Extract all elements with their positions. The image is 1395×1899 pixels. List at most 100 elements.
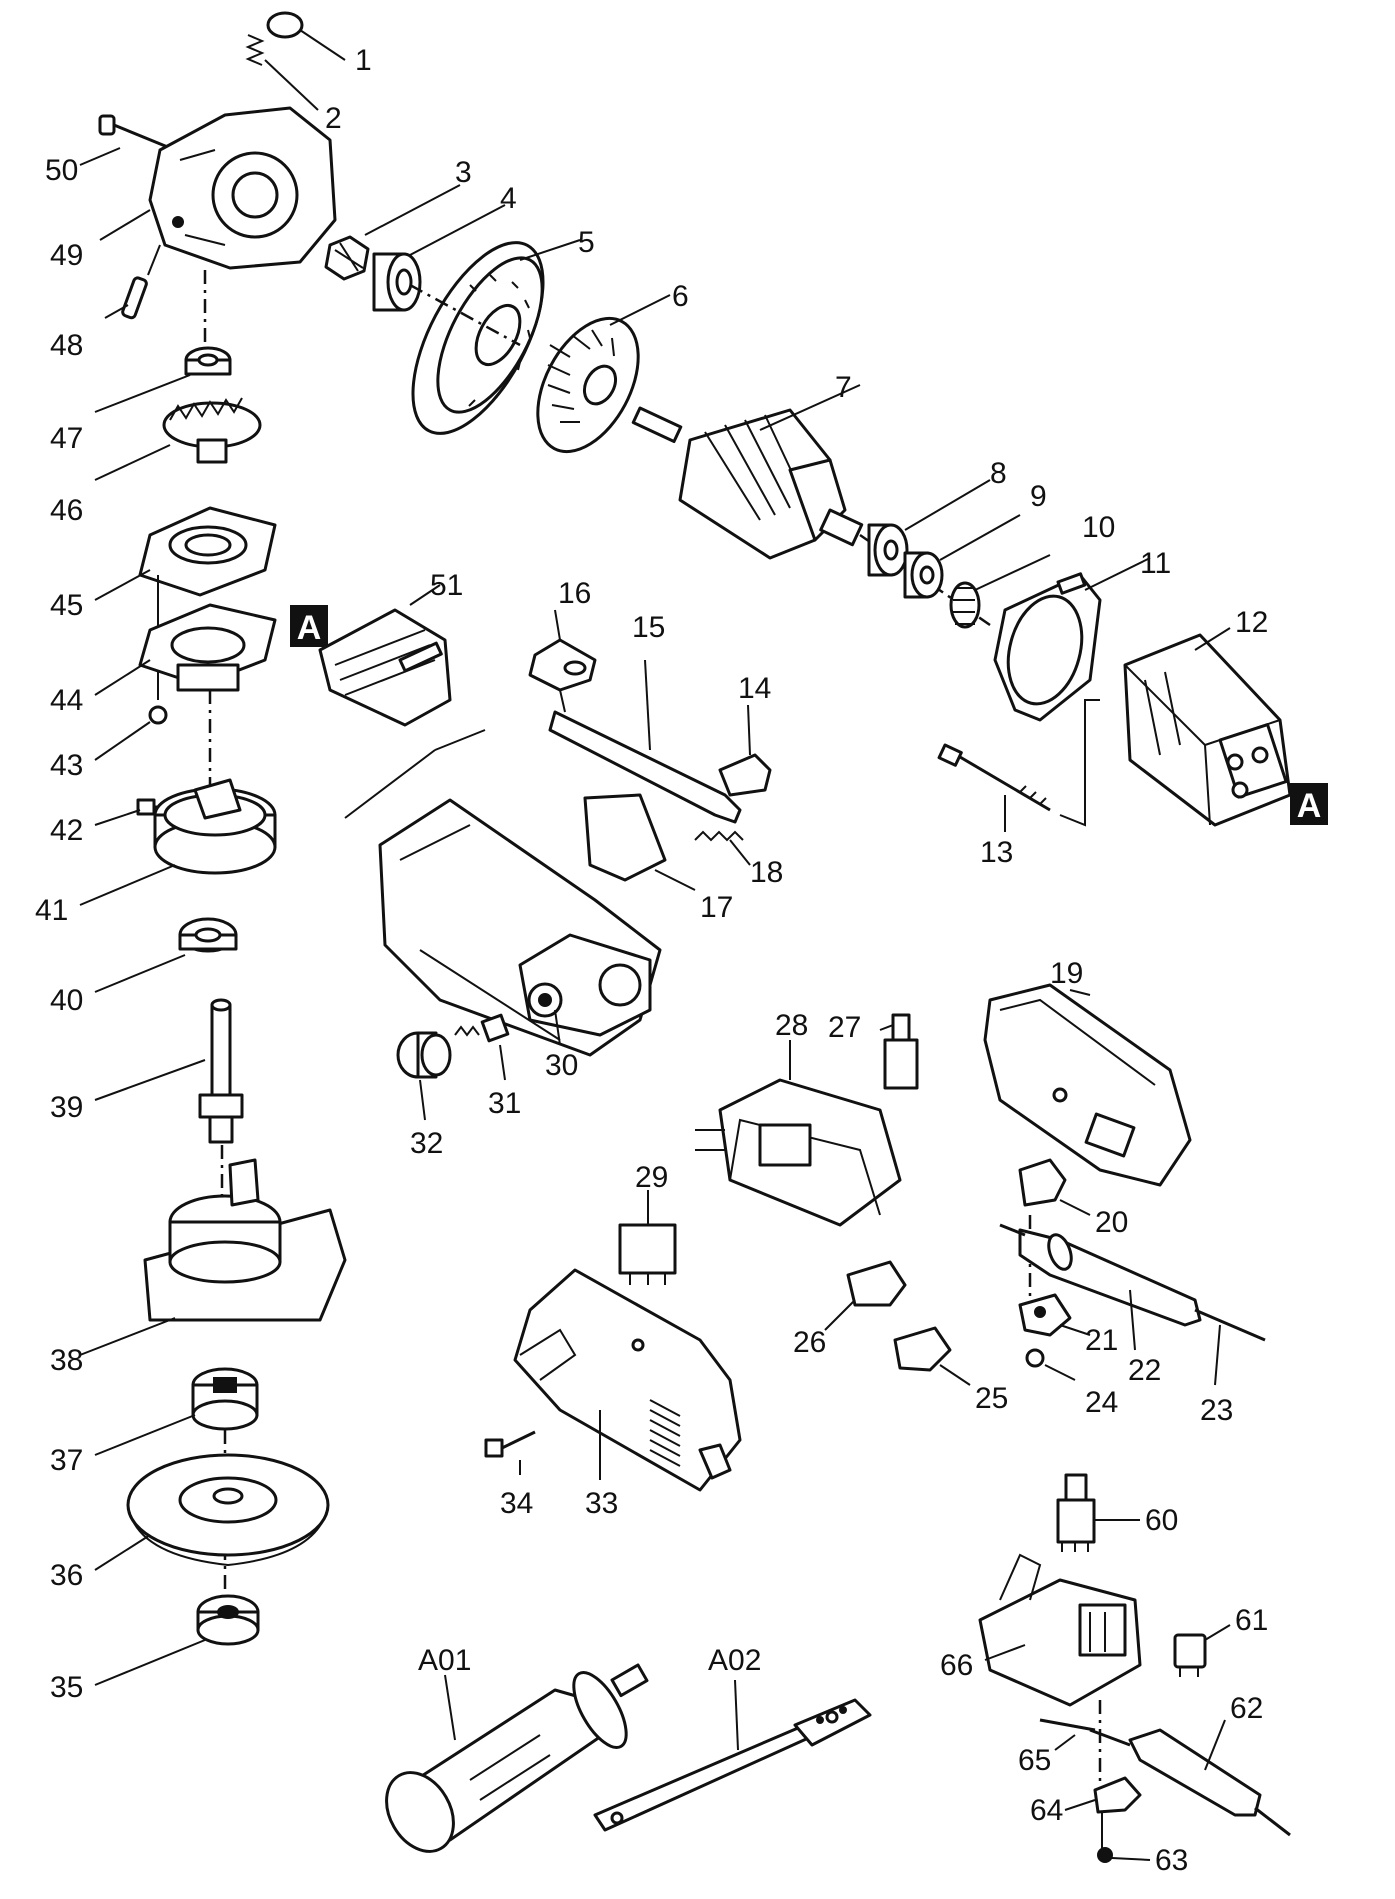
part-22-cord-guard [1018,1228,1202,1351]
part-19-handle-cover [983,983,1192,1187]
label-36: 36 [50,1559,83,1592]
label-32: 32 [410,1127,443,1160]
part-46-bevel-gear [94,397,262,481]
label-9: 9 [1030,480,1047,513]
label-2: 2 [325,102,342,135]
label-28: 28 [775,1009,808,1042]
part-64-cord-clamp [1064,1776,1142,1814]
label-13: 13 [980,836,1013,869]
part-20-strain-relief [1018,1158,1091,1216]
label-42: 42 [50,814,83,847]
label-17: 17 [700,891,733,924]
label-62: 62 [1230,1692,1263,1725]
part-30-motor-housing [378,798,662,1057]
label-6: 6 [672,280,689,313]
part-33-rear-cover [513,1268,742,1492]
part-51-brush-holder [318,584,486,819]
label-46: 46 [50,494,83,527]
label-11: 11 [1140,547,1171,580]
label-50: 50 [45,154,78,187]
part-9-ball-bearing [903,514,1021,599]
label-12: 12 [1235,606,1268,639]
label-10: 10 [1082,511,1115,544]
part-2-spring [245,34,319,111]
label-29: 29 [635,1161,668,1194]
part-14-switch-link [718,704,772,797]
label-35: 35 [50,1671,83,1704]
label-37: 37 [50,1444,83,1477]
label-44: 44 [50,684,83,717]
part-1-cap [266,11,346,61]
label-65: 65 [1018,1744,1051,1777]
reference-marker-a-top: A [290,605,328,647]
svg-text:A: A [1297,787,1322,825]
part-5-bearing-retainer [411,239,581,435]
label-31: 31 [488,1087,521,1120]
label-61: 61 [1235,1604,1268,1637]
part-37-inner-flange [94,1367,259,1456]
label-23: 23 [1200,1394,1233,1427]
part-49-gear-housing [99,106,337,270]
label-38: 38 [50,1344,83,1377]
part-12-field [1123,627,1292,827]
part-65-lead [1039,1718,1096,1751]
label-15: 15 [632,611,665,644]
part-a02-lock-nut-wrench [593,1679,872,1832]
part-11-baffle-plate [993,557,1151,722]
part-7-armature [631,384,864,560]
part-62-cord-guard [1089,1719,1291,1837]
label-21: 21 [1085,1324,1118,1357]
label-33: 33 [585,1487,618,1520]
part-47-bearing [94,346,232,413]
label-8: 8 [990,457,1007,490]
part-36-grinding-wheel [94,1453,330,1571]
part-29-noise-suppressor [618,1190,677,1285]
part-17-name-plate [583,793,696,891]
part-6-fan [536,294,671,454]
axis-top-1 [409,283,521,347]
part-24-screw [1025,1348,1076,1381]
label-25: 25 [975,1382,1008,1415]
part-35-lock-nut [94,1594,260,1686]
part-32-cap [396,1031,452,1121]
part-61-noise-suppressor [1173,1624,1231,1677]
label-41: 41 [35,894,68,927]
label-45: 45 [50,589,83,622]
part-34-screw [484,1430,536,1475]
label-3: 3 [455,156,472,189]
label-a01: A01 [418,1644,471,1677]
label-30: 30 [545,1049,578,1082]
label-18: 18 [750,856,783,889]
part-28-switch-holder [695,1040,902,1227]
part-21-cord-clamp [1018,1293,1091,1337]
part-60-switch [1056,1473,1140,1552]
label-24: 24 [1085,1386,1118,1419]
label-43: 43 [50,749,83,782]
label-39: 39 [50,1091,83,1124]
part-8-ball-bearing [867,479,991,577]
part-40-bearing [94,917,238,993]
label-20: 20 [1095,1206,1128,1239]
label-16: 16 [558,577,591,610]
part-a01-side-grip [385,1663,649,1853]
label-47: 47 [50,422,83,455]
label-64: 64 [1030,1794,1063,1827]
part-23-cord [999,1223,1266,1386]
part-41-clamp-band [79,778,277,906]
part-3-spiral-bevel-gear [324,184,461,281]
label-4: 4 [500,182,517,215]
part-10-insulation-washer [949,554,1051,629]
label-7: 7 [835,371,852,404]
label-27: 27 [828,1011,861,1044]
part-31-spring-and-pin [454,1013,510,1081]
part-15-switch-lever [548,659,742,824]
label-63: 63 [1155,1844,1188,1877]
part-27-switch [879,1013,919,1090]
label-14: 14 [738,672,771,705]
part-25-cord-clamp [893,1326,971,1386]
label-5: 5 [578,226,595,259]
part-number-labels: 1 2 3 4 5 6 7 8 9 10 11 12 13 14 15 16 1… [35,44,1268,1877]
svg-text:A: A [297,609,322,647]
label-1: 1 [355,44,372,77]
label-34: 34 [500,1487,533,1520]
